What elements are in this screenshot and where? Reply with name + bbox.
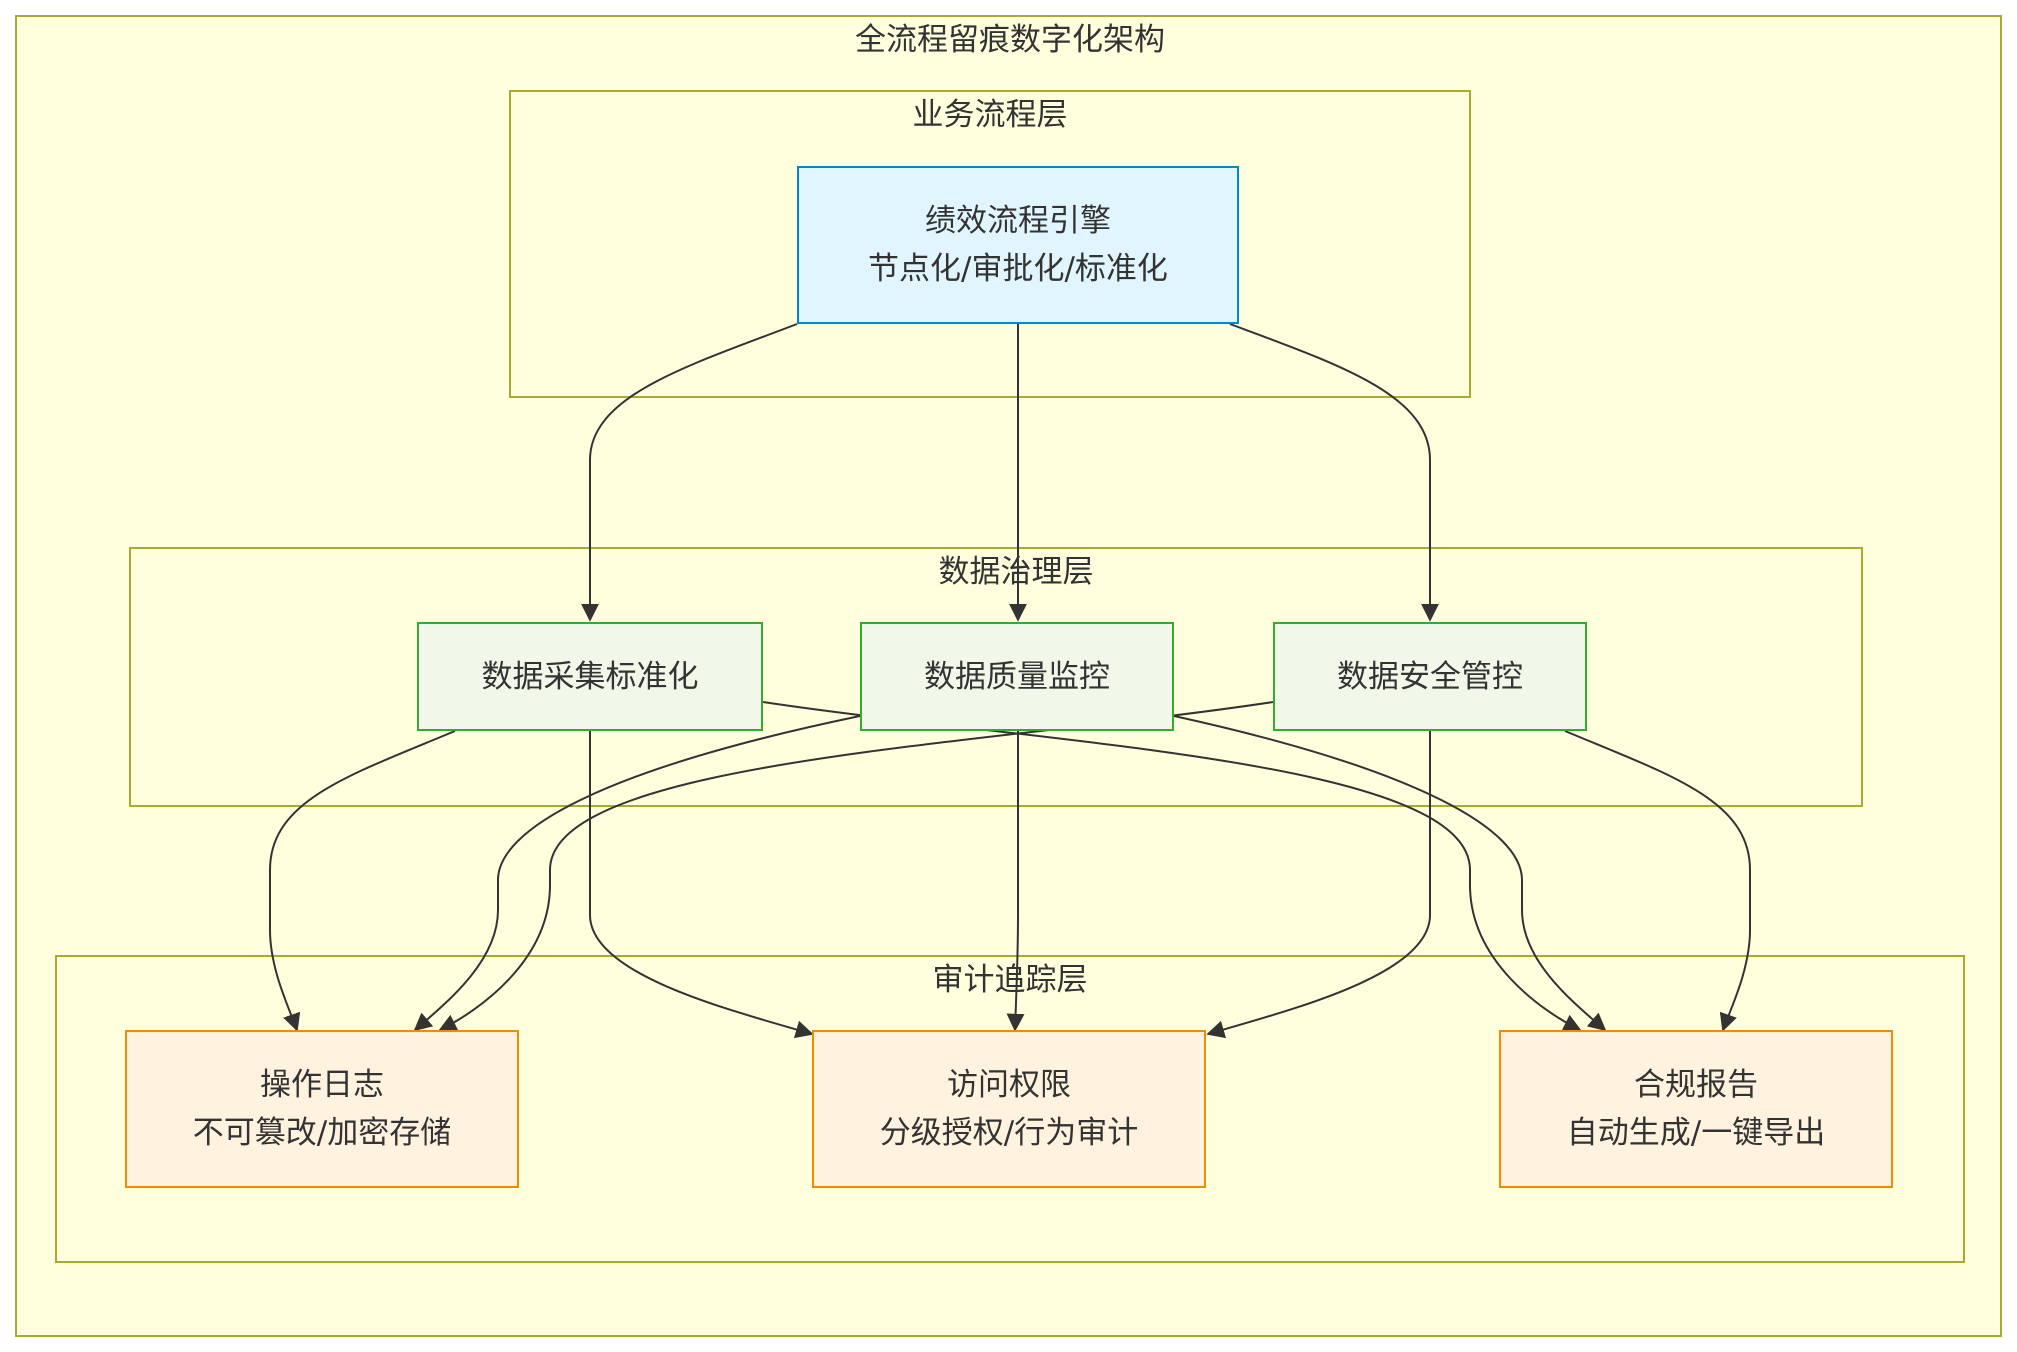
node-subtitle: 节点化/审批化/标准化	[868, 251, 1168, 287]
node-title: 数据采集标准化	[481, 658, 699, 695]
access-permission-node[interactable]: 访问权限 分级授权/行为审计	[812, 1030, 1206, 1188]
node-subtitle: 分级授权/行为审计	[879, 1115, 1139, 1151]
node-subtitle: 自动生成/一键导出	[1566, 1115, 1826, 1151]
node-subtitle: 不可篡改/加密存储	[192, 1115, 452, 1151]
edge-quality-report	[1173, 715, 1607, 1032]
edge-engine-security	[1229, 323, 1439, 622]
data-collection-node[interactable]: 数据采集标准化	[417, 622, 763, 731]
edge-collect-access	[589, 731, 814, 1039]
node-title: 访问权限	[947, 1067, 1071, 1103]
node-title: 操作日志	[260, 1067, 384, 1103]
data-security-node[interactable]: 数据安全管控	[1273, 622, 1587, 731]
audit-layer-label: 审计追踪层	[932, 962, 1088, 998]
diagram-title: 全流程留痕数字化架构	[855, 22, 1165, 58]
performance-engine-node[interactable]: 绩效流程引擎 节点化/审批化/标准化	[797, 166, 1239, 324]
data-quality-node[interactable]: 数据质量监控	[860, 622, 1174, 731]
edge-collect-oplog	[269, 730, 456, 1032]
edge-security-report	[1564, 730, 1751, 1032]
governance-layer-label: 数据治理层	[938, 554, 1094, 590]
node-title: 合规报告	[1634, 1067, 1758, 1103]
node-title: 数据安全管控	[1337, 658, 1523, 695]
business-layer-label: 业务流程层	[912, 97, 1068, 133]
edge-quality-oplog	[413, 715, 861, 1032]
operation-log-node[interactable]: 操作日志 不可篡改/加密存储	[125, 1030, 519, 1188]
node-title: 绩效流程引擎	[925, 203, 1111, 239]
edge-engine-collect	[581, 323, 798, 622]
node-title: 数据质量监控	[924, 658, 1110, 695]
compliance-report-node[interactable]: 合规报告 自动生成/一键导出	[1499, 1030, 1893, 1188]
edge-quality-access	[1006, 731, 1025, 1032]
edge-security-access	[1206, 731, 1431, 1039]
